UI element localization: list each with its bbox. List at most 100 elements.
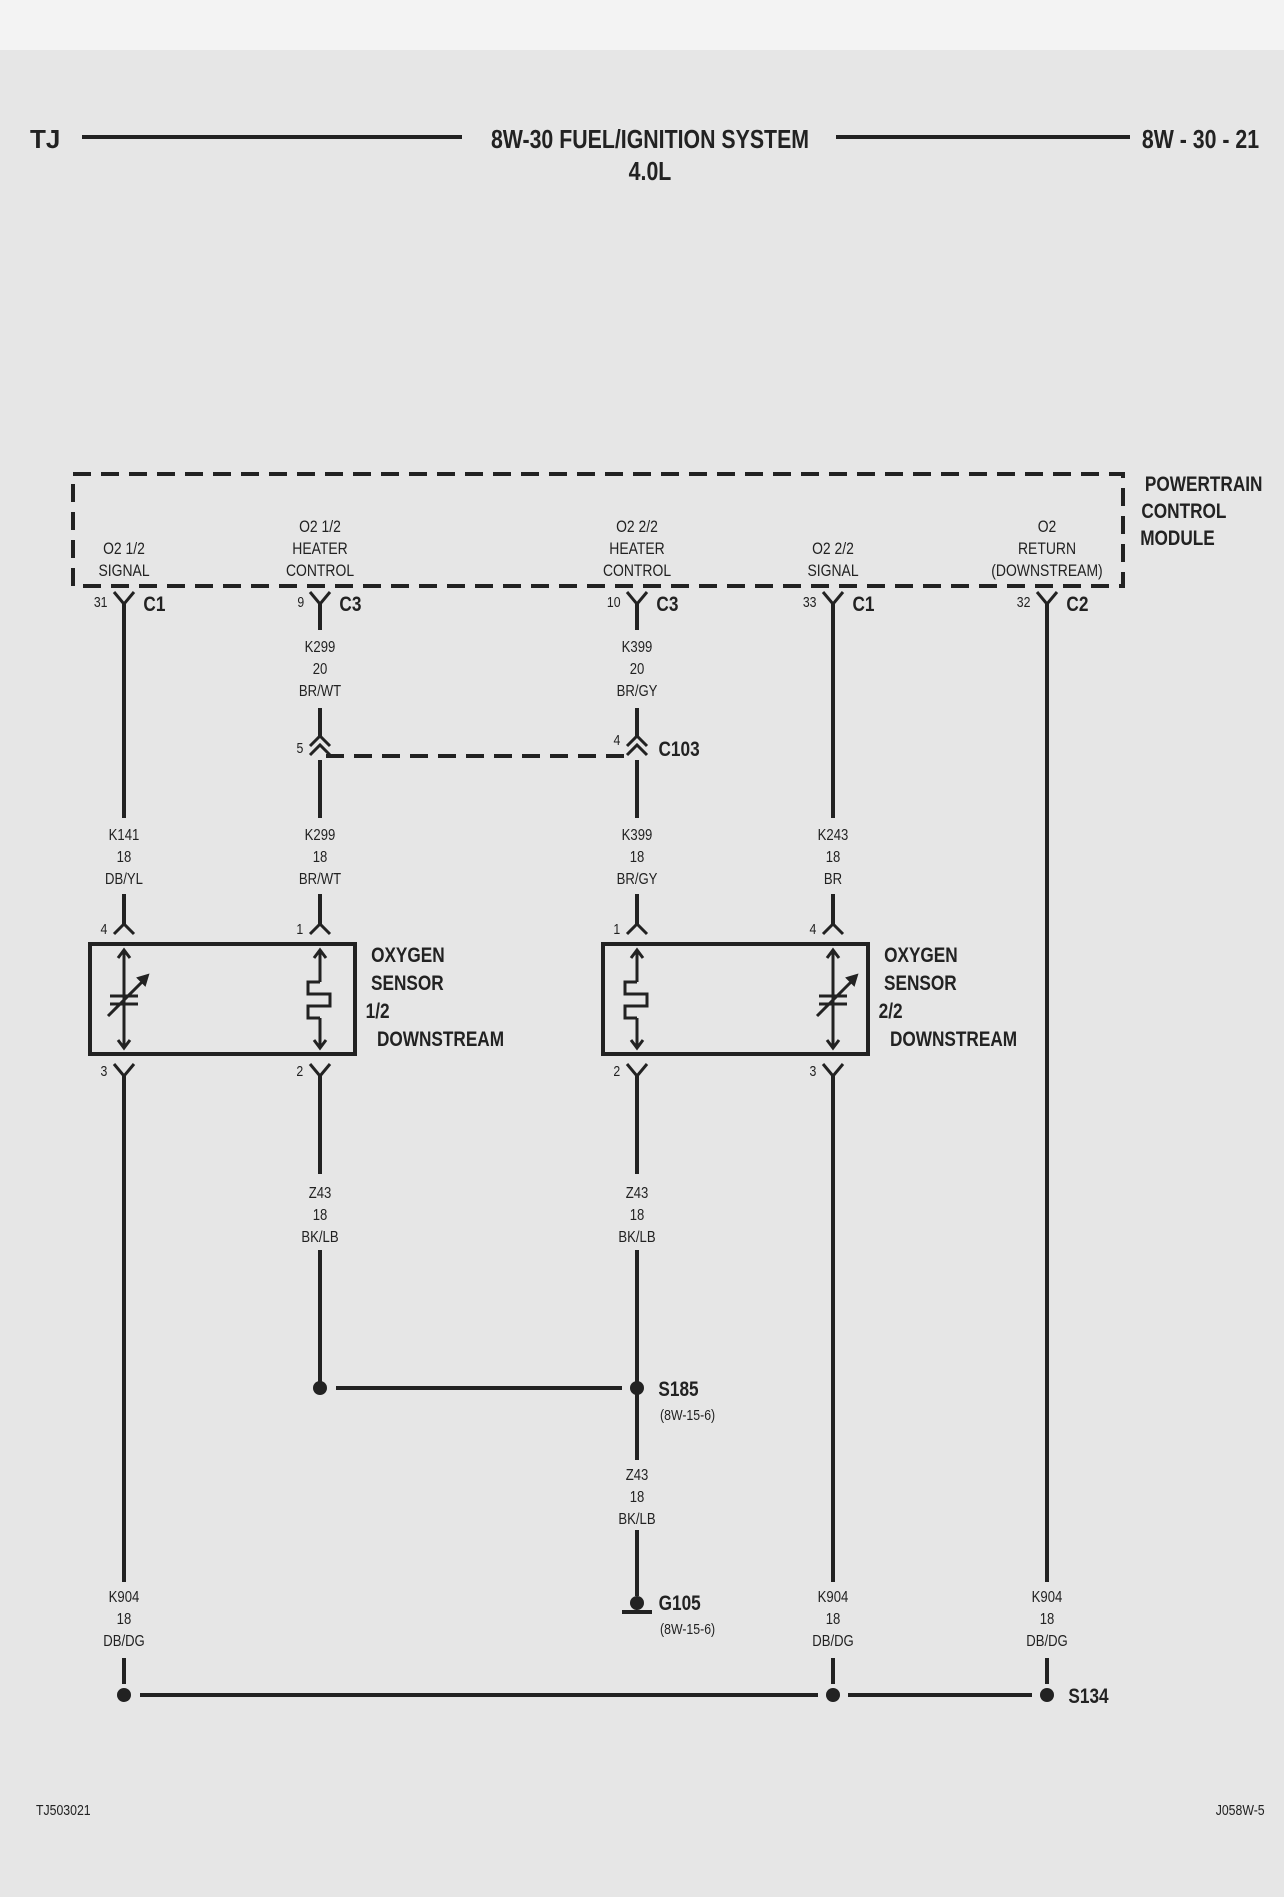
sensor-name-line: 2/2: [879, 1001, 903, 1024]
connector-chevron: [625, 921, 649, 936]
connector-y-symbol: [625, 1063, 649, 1079]
connector-y-symbol: [112, 591, 136, 607]
wire-label: K904: [109, 1589, 140, 1606]
oxygen-sensor-2-2: 1 4 2 3 OXYGEN SENSOR 2/2 DOWNSTREAM: [601, 921, 1017, 1079]
variable-resistor-icon: [815, 947, 859, 1051]
wire-label: K904: [818, 1589, 849, 1606]
connector-chevron: [821, 921, 845, 936]
pin-label-line: SIGNAL: [807, 562, 858, 581]
splice-name: S185: [658, 1379, 698, 1402]
wire-segments: [122, 604, 1049, 1697]
pin-label-line: O2 2/2: [812, 540, 854, 559]
header-title: 8W-30 FUEL/IGNITION SYSTEM: [491, 125, 809, 155]
sensor-name-line: DOWNSTREAM: [377, 1029, 504, 1052]
wire-label: BK/LB: [618, 1229, 655, 1246]
connector-y-symbol: [1035, 591, 1059, 607]
module-pin-label: O2 1/2 HEATER CONTROL: [286, 518, 354, 581]
pin-number: 33: [803, 594, 817, 610]
connector-chevron: [308, 742, 332, 757]
ground-name: G105: [659, 1593, 701, 1616]
connector-name: C103: [659, 739, 700, 762]
wire-labels: K299 20 BR/WT K399 20 BR/GY K141 18 DB/Y…: [103, 639, 1068, 1650]
pin-number: 31: [94, 594, 108, 610]
wire-label: DB/DG: [103, 1633, 145, 1650]
pin-label-line: CONTROL: [286, 562, 354, 581]
wire-label: 18: [313, 1207, 328, 1224]
wire-label: 20: [313, 661, 328, 678]
pin-label-line: CONTROL: [603, 562, 671, 581]
pin-label-line: O2 2/2: [616, 518, 658, 537]
connector-id: C1: [852, 594, 874, 617]
splice-ref: (8W-15-6): [660, 1407, 715, 1423]
header-right: 8W - 30 - 21: [1142, 125, 1259, 155]
pin-label-line: O2: [1038, 518, 1057, 537]
pin-label-line: O2 1/2: [103, 540, 145, 559]
ground-dot: [630, 1596, 644, 1610]
pin-number: 32: [1017, 594, 1031, 610]
wire-label: 18: [117, 849, 132, 866]
wire-label: Z43: [626, 1467, 649, 1484]
connector-chevron: [625, 733, 649, 748]
module-name-line: CONTROL: [1141, 501, 1226, 524]
header-left: TJ: [30, 124, 60, 154]
sensor-name-line: OXYGEN: [371, 945, 445, 968]
module-name-line: MODULE: [1140, 528, 1215, 551]
wire-label: 20: [630, 661, 645, 678]
sensor-name-line: SENSOR: [884, 973, 957, 996]
wire-label: BR/GY: [617, 683, 658, 700]
connector-id: C3: [339, 594, 361, 617]
connector-id: C2: [1066, 594, 1088, 617]
connector-y-symbol: [308, 591, 332, 607]
footer-left: TJ503021: [36, 1802, 91, 1818]
pin-number: 10: [607, 594, 621, 610]
variable-resistor-icon: [106, 947, 150, 1051]
module-pin-label: O2 2/2 HEATER CONTROL: [603, 518, 671, 581]
wire-label: 18: [826, 849, 841, 866]
ground-g105: G105 (8W-15-6): [622, 1593, 715, 1637]
pin-number: 3: [100, 1063, 107, 1079]
splice-s134: S134: [117, 1686, 1109, 1709]
splice-name: S134: [1068, 1686, 1108, 1709]
splice-dot: [630, 1381, 644, 1395]
pin-label-line: (DOWNSTREAM): [991, 562, 1102, 581]
module-connector-symbols: [112, 591, 1059, 607]
sensor-name-line: DOWNSTREAM: [890, 1029, 1017, 1052]
wire-label: BR/WT: [299, 871, 341, 888]
pin-number: 1: [296, 921, 303, 937]
connector-id: C3: [656, 594, 678, 617]
pin-number: 4: [613, 732, 620, 748]
powertrain-control-module: POWERTRAIN CONTROL MODULE O2 1/2 SIGNAL …: [71, 472, 1262, 617]
wire-label: 18: [826, 1611, 841, 1628]
wire-label: DB/DG: [812, 1633, 854, 1650]
connector-chevron: [308, 921, 332, 936]
connector-chevron: [308, 733, 332, 748]
connector-y-symbol: [821, 1063, 845, 1079]
pin-number: 1: [613, 921, 620, 937]
pin-number: 2: [296, 1063, 303, 1079]
header-subtitle: 4.0L: [629, 157, 672, 187]
splice-dot: [313, 1381, 327, 1395]
connector-y-symbol: [821, 591, 845, 607]
sensor-body: [88, 942, 357, 1056]
sensor-body: [601, 942, 870, 1056]
wire-label: Z43: [626, 1185, 649, 1202]
splice-s185: S185 (8W-15-6): [313, 1379, 715, 1423]
wire-label: Z43: [309, 1185, 332, 1202]
page-header: TJ 8W-30 FUEL/IGNITION SYSTEM 4.0L 8W - …: [30, 124, 1259, 187]
pin-label-line: HEATER: [292, 540, 347, 559]
connector-chevron: [625, 742, 649, 757]
wire-label: BR: [824, 871, 842, 888]
wire-label: 18: [313, 849, 328, 866]
wire-label: K399: [622, 639, 653, 656]
connector-id: C1: [143, 594, 165, 617]
footer-right: J058W-5: [1216, 1802, 1265, 1818]
ground-ref: (8W-15-6): [660, 1621, 715, 1637]
pin-number: 5: [296, 740, 303, 756]
pin-label-line: O2 1/2: [299, 518, 341, 537]
sensor-name-line: SENSOR: [371, 973, 444, 996]
sensor-name-line: 1/2: [366, 1001, 390, 1024]
module-pin-label: O2 2/2 SIGNAL: [807, 540, 858, 581]
pin-number: 2: [613, 1063, 620, 1079]
wire-label: K141: [109, 827, 140, 844]
